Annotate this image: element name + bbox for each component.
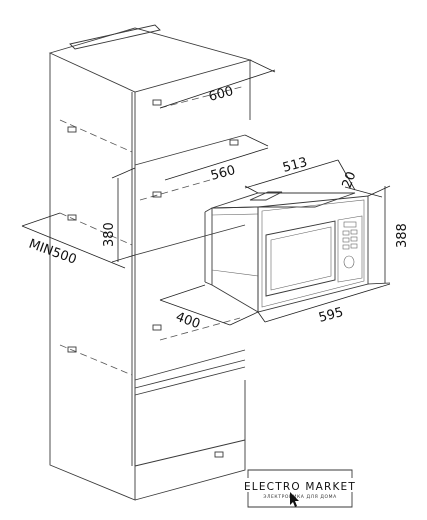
label-inner-depth: 560	[209, 163, 237, 184]
label-microwave-depth: 513	[281, 155, 309, 176]
control-buttons	[342, 221, 358, 250]
label-opening-height: 380	[102, 222, 117, 247]
label-min-depth: MIN500	[27, 237, 79, 268]
built-in-microwave	[204, 191, 369, 313]
microwave-body-side	[211, 206, 259, 313]
shelf-pins	[67, 99, 239, 458]
microwave-door-window	[265, 220, 336, 297]
cabinet-top-strip	[69, 24, 161, 50]
label-microwave-height: 388	[395, 223, 410, 248]
electro-market-logo: ELECTRO MARKET ЭЛЕКТРОНИКА ДЛЯ ДОМА	[244, 469, 356, 508]
cursor-icon	[290, 492, 299, 507]
microwave-control-panel	[337, 215, 363, 283]
label-frame-depth: 20	[340, 170, 360, 191]
dimension-lines	[21, 59, 391, 326]
microwave-front-frame	[257, 195, 369, 313]
logo-tagline: ЭЛЕКТРОНИКА ДЛЯ ДОМА	[263, 494, 337, 500]
microwave-top-vent	[249, 191, 283, 201]
label-opening-width: 400	[174, 310, 202, 333]
cabinet-top-face	[48, 27, 252, 93]
tall-cabinet	[48, 24, 252, 501]
label-microwave-width: 595	[317, 305, 345, 326]
control-knob	[343, 255, 355, 269]
label-cabinet-width: 600	[207, 84, 235, 105]
logo-name: ELECTRO MARKET	[244, 481, 356, 493]
